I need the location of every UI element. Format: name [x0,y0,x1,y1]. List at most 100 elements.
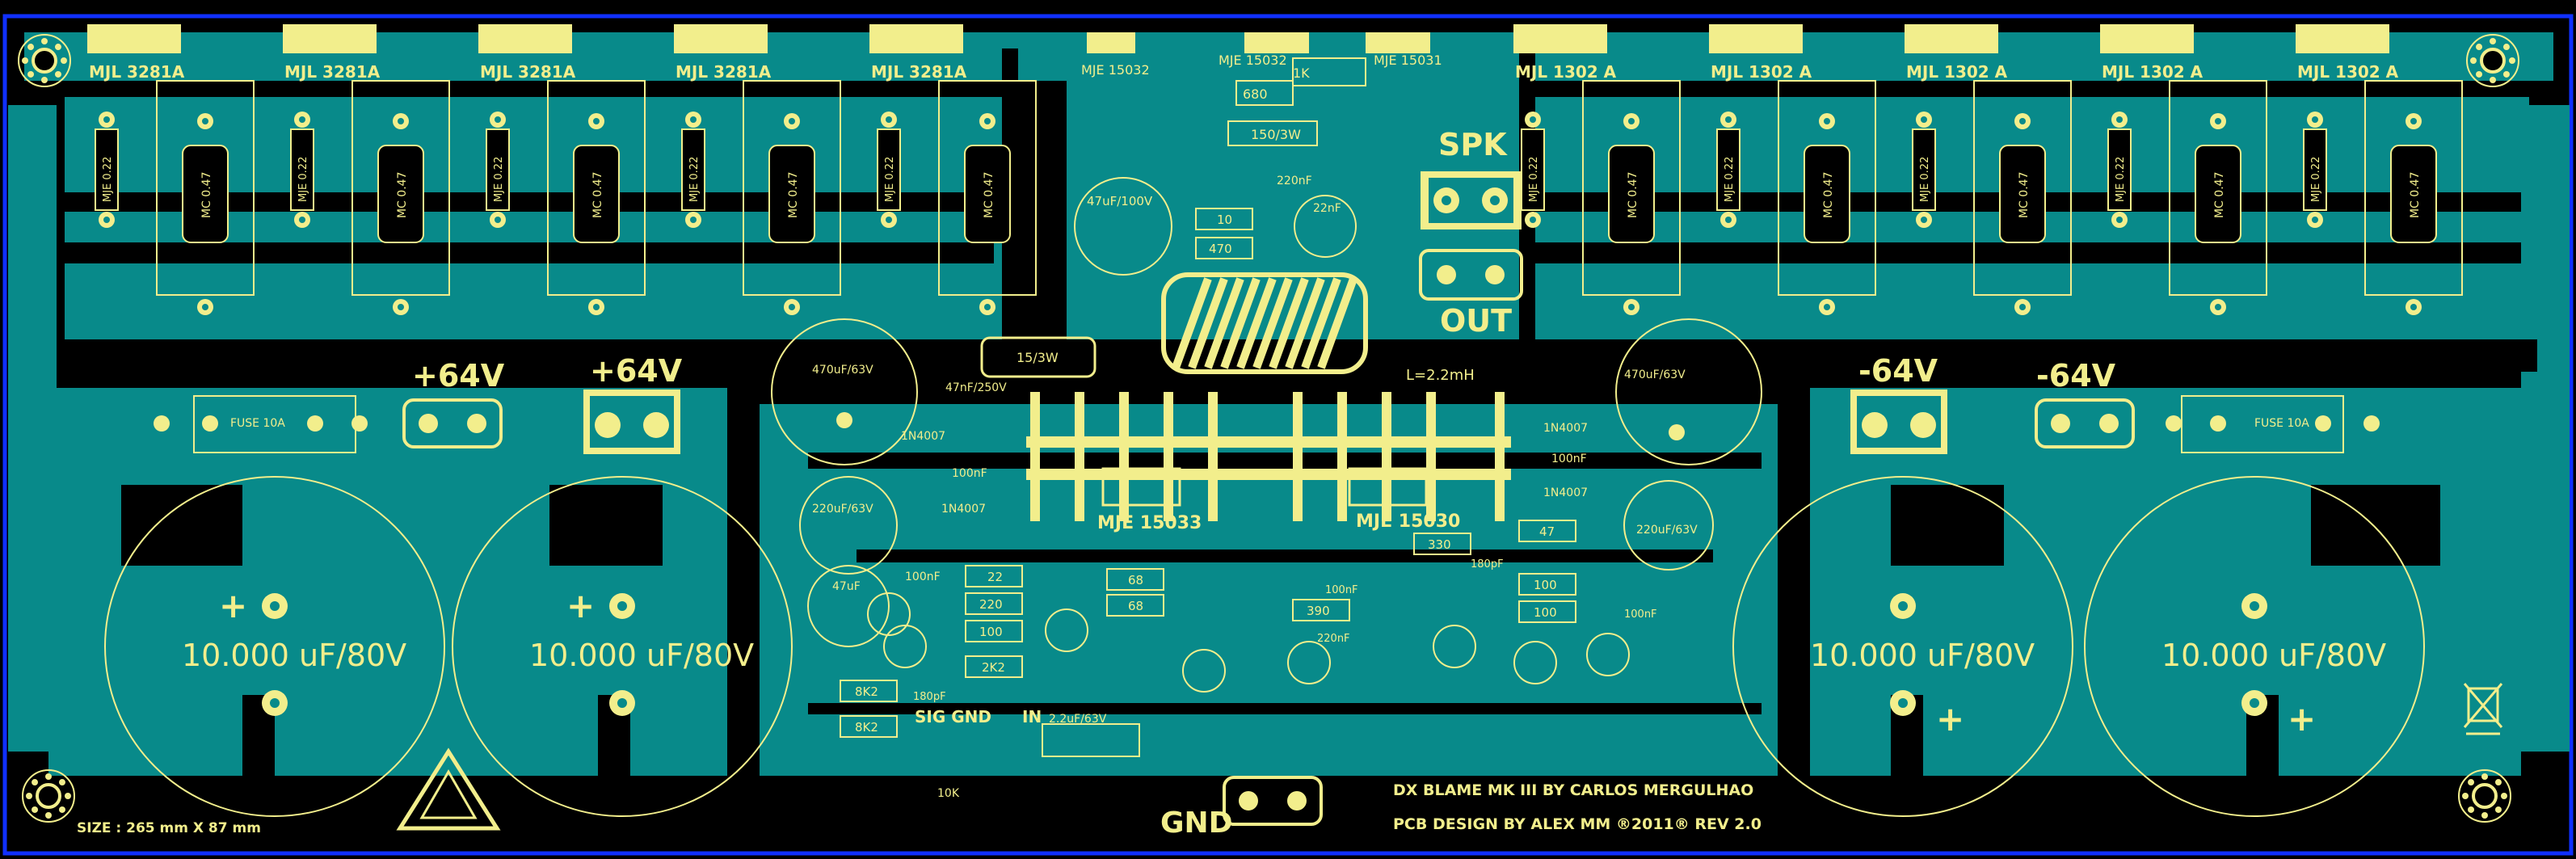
input-section: SIG GND IN GND [915,707,1323,840]
q-right-em-res-label-0: MJE 0.22 [1528,157,1540,202]
cap-470uf-right: 470uF/63V [1624,368,1686,381]
supply-right: -64V -64V FUSE 10A [1850,353,2380,454]
cap-22nf: 22nF [1313,202,1341,215]
q-left-power-res-label-2: MC 0.47 [591,172,604,218]
q-left-pin-3-0: B [682,32,693,49]
cap-180pf-left: 180pF [913,691,946,703]
q-right-outline-0 [1582,80,1681,296]
q-right-pin-2-1: C [1942,32,1952,49]
driver-label-mje15032-b: MJE 15032 [1219,53,1287,68]
main-cap-outline-1 [452,476,793,817]
small-transistor-6 [1586,633,1630,676]
res-47: 47 [1539,524,1555,539]
q-left-pin-2-1: C [516,32,526,49]
mounting-hole-1 [2466,34,2519,87]
q-left-pin-4-2: E [936,32,945,49]
main-cap-plus-3: + [2288,699,2316,739]
main-cap-label-2: 10.000 uF/80V [1810,638,2035,673]
q-left-power-res-label-1: MC 0.47 [396,172,409,218]
q-left-label-1: MJL 3281A [284,62,381,82]
q-left-pins-1 [283,24,377,53]
small-transistors [867,592,1630,693]
driver-heatsinks [1026,392,1511,521]
clearance-layer [48,48,2537,800]
filter-caps: 470uF/63V 470uF/63V 220uF/63V 220uF/63V … [771,318,1762,647]
supply-label-pos-1: +64V [412,358,505,394]
credits-line2: PCB DESIGN BY ALEX MM ®2011® REV 2.0 [1393,815,1762,833]
q-right-pin-0-2: E [1580,32,1589,49]
res-10: 10 [1217,213,1232,227]
driver-label-mje15033: MJE 15033 [1097,513,1202,533]
main-cap-label-1: 10.000 uF/80V [529,638,754,673]
q-right-pins-4 [2296,24,2389,53]
q-left-em-res-label-2: MJE 0.22 [493,157,505,202]
q-right-pin-0-1: C [1551,32,1561,49]
q-left-label-4: MJL 3281A [871,62,967,82]
q-right-outline-4 [2364,80,2463,296]
small-components: 15/3W 47nF/250V 1N4007 100nF 1N4007 100n… [840,336,1657,800]
q-left-pin-1-1: C [320,32,330,49]
q-right-power-res-label-3: MC 0.47 [2213,172,2226,218]
speaker-connector: SPK OUT [1419,127,1523,339]
supply-left: +64V +64V FUSE 10A [154,353,683,454]
q-left-em-res-1 [290,128,314,211]
res-390: 390 [1307,604,1330,618]
q-left-power-res-2 [573,145,620,243]
main-cap-outline-3 [2084,476,2425,817]
q-left-pin-2-0: B [486,32,498,49]
q-right-em-res-1 [1716,128,1740,211]
cap-220uf-left: 220uF/63V [812,503,873,516]
cap-100nf-3: 100nF [1551,453,1587,465]
q-left-em-res-label-4: MJE 0.22 [884,157,896,202]
main-cap-plus-1: + [566,586,595,625]
driver-label-mje15030: MJE 15030 [1356,512,1460,532]
q-left-outline-4 [938,80,1037,296]
res-8k2-b: 8K2 [855,720,878,735]
cap-47uf-100v: 47uF/100V [1087,194,1153,208]
res-100-a: 100 [979,625,1003,639]
q-left-outline-3 [743,80,841,296]
cap-220pf: 220nF [1317,633,1350,645]
res-330: 330 [1428,537,1451,552]
q-right-label-0: MJL 1302 A [1515,62,1617,82]
output-inductor: L=2.2mH [1161,272,1475,384]
q-right-em-res-3 [2107,128,2132,211]
q-left-em-res-2 [486,128,510,211]
q-right-pin-1-2: E [1775,32,1785,49]
q-left-pin-2-2: E [545,32,554,49]
res-100-c: 100 [1534,605,1557,620]
res-8k2-a: 8K2 [855,684,878,699]
q-left-em-res-label-1: MJE 0.22 [297,157,309,202]
res-100-b: 100 [1534,578,1557,592]
q-right-power-res-0 [1608,145,1655,243]
cap-180pf-right: 180pF [1471,558,1504,571]
q-left-power-res-label-3: MC 0.47 [787,172,800,218]
main-capacitors: 10.000 uF/80V+10.000 uF/80V+10.000 uF/80… [104,476,2425,817]
cap-100nf-1: 100nF [952,467,987,480]
q-right-pin-2-0: B [1913,32,1924,49]
q-right-label-4: MJL 1302 A [2297,62,2399,82]
mounting-holes [18,34,2519,823]
cap-100nf-5: 100nF [1624,608,1657,621]
inductor-label: L=2.2mH [1406,367,1475,384]
res-68-a: 68 [1128,573,1143,587]
q-left-pin-4-0: B [878,32,889,49]
q-left-pins-3 [674,24,768,53]
q-right-em-res-label-3: MJE 0.22 [2115,157,2127,202]
trimmer-1k: 1K [1293,65,1310,81]
supply-label-neg-2: -64V [2036,358,2116,394]
small-transistor-1 [1045,608,1088,652]
mounting-hole-3 [2458,769,2511,823]
diode-1n4007-3: 1N4007 [1543,422,1588,435]
small-transistor-3 [1287,641,1331,684]
q-right-em-res-label-4: MJE 0.22 [2310,157,2322,202]
small-transistor-4 [1433,625,1476,668]
q-right-power-res-label-4: MC 0.47 [2409,172,2422,218]
q-right-power-res-2 [1999,145,2046,243]
credits-line1: DX BLAME MK III BY CARLOS MERGULHAO [1393,781,1753,799]
main-cap-plus-2: + [1936,699,1964,739]
q-right-label-1: MJL 1302 A [1711,62,1812,82]
q-right-label-3: MJL 1302 A [2102,62,2203,82]
q-left-pins-2 [478,24,572,53]
